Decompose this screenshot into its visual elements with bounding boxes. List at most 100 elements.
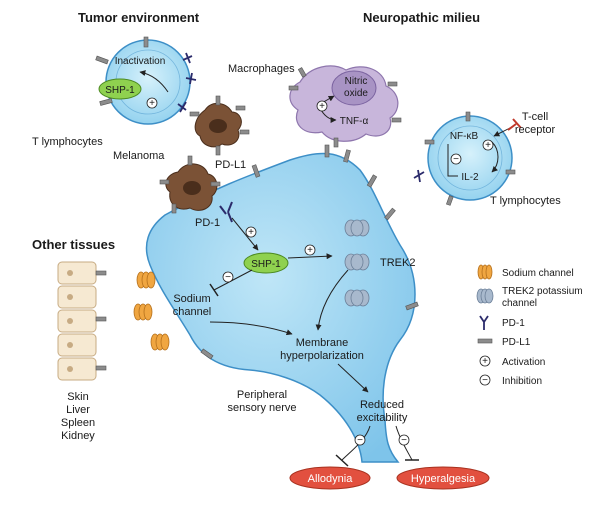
nitric-oxide-label-2: oxide xyxy=(344,88,368,99)
activation-sign-macrophage xyxy=(316,100,328,112)
legend-trek2-label-1: TREK2 potassium xyxy=(502,286,583,297)
peripheral-label-1: Peripheral xyxy=(237,389,287,401)
legend-inhibition-sign: − xyxy=(482,375,488,386)
inactivation-arrow xyxy=(139,70,169,93)
shp1-tumor-label: SHP-1 xyxy=(105,85,135,96)
activation-sign-pd1 xyxy=(245,226,257,238)
legend-sodium-label: Sodium channel xyxy=(502,268,574,279)
tissue-liver: Liver xyxy=(66,404,90,416)
gray-receptors-tumor-cell xyxy=(95,36,149,106)
shp1-to-trek2-arrow xyxy=(287,253,333,260)
allodynia-label: Allodynia xyxy=(308,473,354,485)
heading-neuropathic-milieu: Neuropathic milieu xyxy=(363,10,480,25)
activation-sign-text: + xyxy=(319,101,325,112)
heading-tumor-environment: Tumor environment xyxy=(78,10,200,25)
inhibition-sign-text: − xyxy=(401,435,407,446)
il-2-label: IL-2 xyxy=(461,172,479,183)
pd-1-receptors-tumor-cell xyxy=(177,52,197,113)
legend-trek2-icon xyxy=(476,288,494,304)
heading-other-tissues: Other tissues xyxy=(32,237,115,252)
inhibition-sign-tcell xyxy=(450,153,462,165)
sodium-channel-label-1: Sodium xyxy=(173,293,210,305)
neuropathic-t-lymphocyte: NF-κB IL-2 − + xyxy=(413,111,522,206)
hyperpolarization-to-excitability-arrow xyxy=(337,363,369,393)
legend-activation-sign: + xyxy=(482,356,488,367)
inhibition-sign-text: − xyxy=(357,435,363,446)
macrophages-label: Macrophages xyxy=(228,63,295,75)
shp1-neuron-label: SHP-1 xyxy=(251,259,281,270)
inhibition-bar-sodium xyxy=(209,283,219,297)
shp1-inhibits-sodium-line xyxy=(213,269,253,291)
melanoma-label: Melanoma xyxy=(113,150,165,162)
tnf-alpha-label: TNF-α xyxy=(340,116,369,127)
legend-pdl1-icon xyxy=(477,338,493,344)
excitability-inhibits-allodynia xyxy=(341,425,371,461)
il2-inhibition-line xyxy=(447,144,458,177)
inhibition-sign-allodynia xyxy=(354,434,366,446)
activation-sign-text: + xyxy=(149,98,155,109)
tumor-t-lymphocyte: SHP-1 Inactivation + xyxy=(95,36,197,125)
inhibition-sign-sodium xyxy=(222,271,234,283)
inhibition-sign-text: − xyxy=(225,272,231,283)
hyperalgesia-badge xyxy=(396,466,490,490)
trek2-channels-neuron xyxy=(344,219,370,307)
inhibition-sign-hyperalgesia xyxy=(398,434,410,446)
legend-inhibition-icon xyxy=(479,374,491,386)
trek2-label: TREK2 xyxy=(380,257,415,269)
peripheral-label-2: sensory nerve xyxy=(227,402,296,414)
tissue-kidney: Kidney xyxy=(61,430,95,442)
gray-receptors-right-cell xyxy=(424,111,516,206)
legend-pd1-label: PD-1 xyxy=(502,318,525,329)
reduced-label-2: excitability xyxy=(357,412,408,424)
legend-activation-label: Activation xyxy=(502,357,545,368)
melanoma-cell-upper xyxy=(189,95,250,156)
pd-1-receptor-neuron xyxy=(219,201,233,223)
activation-sign-text: + xyxy=(485,140,491,151)
activation-sign-tumor xyxy=(146,97,158,109)
legend: Sodium channel TREK2 potassium channel P… xyxy=(476,264,583,387)
melanoma-cell-lower xyxy=(159,155,221,214)
neuron-membrane-receptors xyxy=(200,144,419,360)
legend-trek2-label-2: channel xyxy=(502,298,537,309)
sodium-channels-neuron xyxy=(133,271,170,351)
t-lymphocytes-label-left: T lymphocytes xyxy=(32,136,103,148)
pd-1-label: PD-1 xyxy=(195,217,220,229)
nitric-oxide-label-1: Nitric xyxy=(345,76,368,87)
legend-inhibition-label: Inhibition xyxy=(502,376,542,387)
trek2-to-hyperpolarization-arrow xyxy=(315,269,349,331)
pd-l1-label: PD-L1 xyxy=(215,159,246,171)
t-cell-receptor-label-1: T-cell xyxy=(522,111,548,123)
inhibition-bar-allodynia xyxy=(335,454,349,467)
t-cell-receptor-icon xyxy=(507,118,522,131)
pd1-to-shp1-arrow xyxy=(231,217,259,251)
nf-kb-to-il2-arrow xyxy=(491,141,499,173)
activation-sign-text: + xyxy=(248,227,254,238)
legend-pdl1-label: PD-L1 xyxy=(502,337,531,348)
sodium-channel-label-2: channel xyxy=(173,306,212,318)
inactivation-label: Inactivation xyxy=(115,56,166,67)
tissue-nuclei xyxy=(67,270,73,372)
legend-sodium-icon xyxy=(477,264,493,280)
sodium-to-hyperpolarization-arrow xyxy=(209,321,293,336)
hyperalgesia-label: Hyperalgesia xyxy=(411,473,476,485)
inhibition-sign-text: − xyxy=(453,154,459,165)
t-lymphocytes-label-right: T lymphocytes xyxy=(490,195,561,207)
t-cell-receptor-label-2: receptor xyxy=(515,124,556,136)
legend-pd1-icon xyxy=(479,315,489,330)
nf-kb-label: NF-κB xyxy=(450,131,479,142)
tissue-skin: Skin xyxy=(67,391,88,403)
allodynia-badge xyxy=(289,466,371,490)
pd-1-receptor-right-cell xyxy=(413,169,425,183)
legend-activation-icon xyxy=(479,355,491,367)
activation-sign-trek2 xyxy=(304,244,316,256)
shp1-neuron xyxy=(243,252,289,274)
activation-sign-text: + xyxy=(307,245,313,256)
tissue-pd-l1-receptors xyxy=(95,270,107,371)
membrane-label-1: Membrane xyxy=(296,337,349,349)
tissue-spleen: Spleen xyxy=(61,417,95,429)
membrane-label-2: hyperpolarization xyxy=(280,350,364,362)
other-tissues-cells xyxy=(57,261,97,381)
macrophage-cell: Nitric oxide TNF-α + xyxy=(288,65,402,148)
